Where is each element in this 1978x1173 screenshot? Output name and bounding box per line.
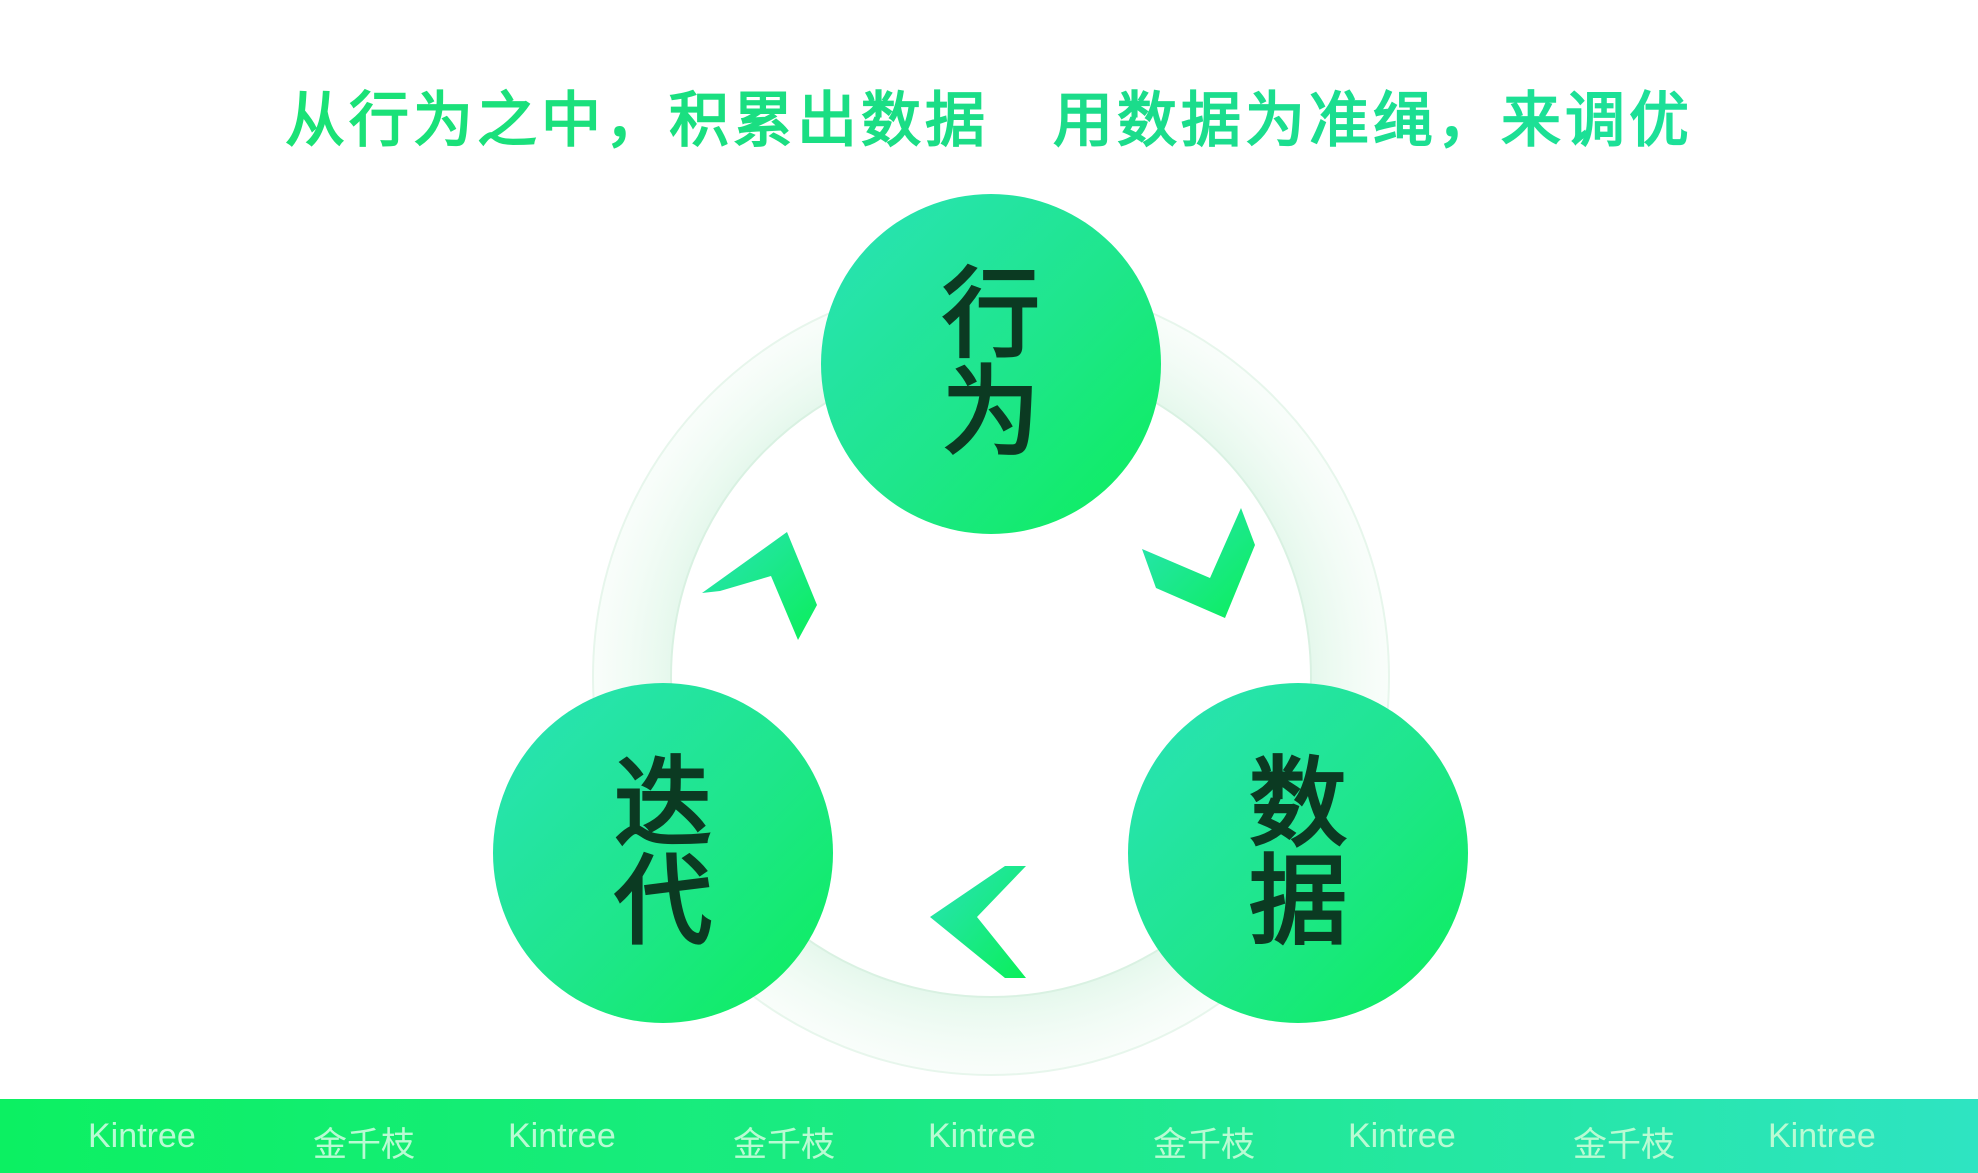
node-data-char-2: 据 [1248,845,1347,959]
footer-brand-en: Kintree [928,1117,1036,1155]
node-data: 数 据 [1128,683,1468,1023]
arrow-bottom-icon [930,866,1026,978]
footer-brand-cn: 金千枝 [1153,1126,1255,1164]
page-headline: 从行为之中，积累出数据 用数据为准绳，来调优 [0,72,1978,159]
node-data-char-1: 数 [1248,747,1347,861]
footer-brand-en: Kintree [88,1117,196,1155]
arrow-top-right-icon [1142,508,1255,618]
footer-brand-en: Kintree [1768,1117,1876,1155]
node-behavior: 行 为 [821,194,1161,534]
footer-brand-en: Kintree [1348,1117,1456,1155]
node-iterate: 迭 代 [493,683,833,1023]
node-iterate-char-2: 代 [613,845,712,959]
footer-brand-cn: 金千枝 [733,1126,835,1164]
footer-brand-en: Kintree [508,1117,616,1155]
node-behavior-char-2: 为 [941,356,1040,470]
node-iterate-char-1: 迭 [613,747,712,861]
footer-band: Kintree 金千枝 Kintree 金千枝 Kintree 金千枝 Kint… [0,1099,1978,1173]
arrow-left-icon [702,532,817,640]
footer-brand-cn: 金千枝 [1573,1126,1675,1164]
node-behavior-char-1: 行 [941,258,1040,372]
footer-brand-cn: 金千枝 [313,1126,415,1164]
